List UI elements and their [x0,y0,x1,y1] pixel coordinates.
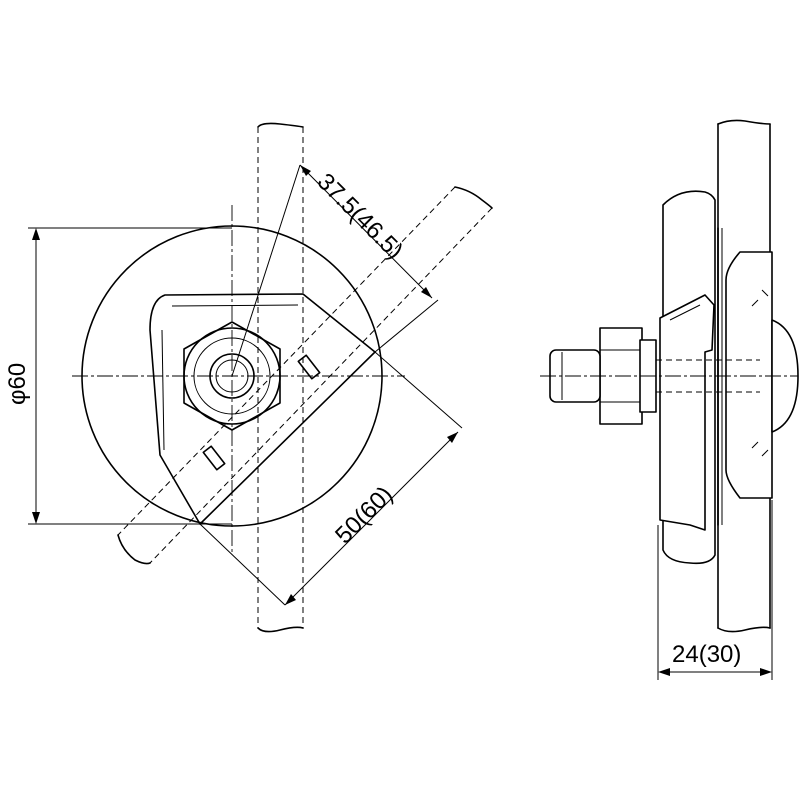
dimension-diameter: φ60 [4,227,232,525]
clamp-body-side [659,294,715,531]
dimension-diagonal-width: 37.5(46.5) [231,164,439,377]
front-view: φ60 37.5(46.5) 50(60) [4,122,493,633]
slot-2 [202,445,226,471]
clamp-plate [149,293,376,525]
cap-side [725,251,799,499]
diameter-label: φ60 [4,363,31,405]
dimension-depth: 24(30) [657,500,773,680]
diagonal-width-label: 37.5(46.5) [312,168,408,264]
diagonal-bar-front [117,186,493,565]
depth-label: 24(30) [672,641,741,668]
vertical-bar-front [257,122,304,633]
slot-1 [297,354,321,380]
side-view: 24(30) [540,119,799,680]
diagonal-length-label: 50(60) [330,481,398,549]
